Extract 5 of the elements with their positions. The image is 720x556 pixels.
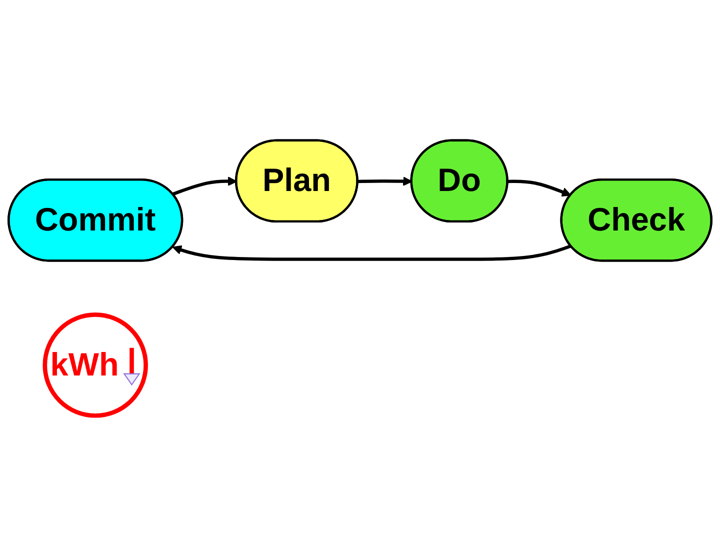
- arrow: [172, 176, 238, 196]
- arrow: [172, 244, 572, 261]
- arrow: [358, 176, 412, 186]
- arrow: [508, 180, 572, 197]
- node-circle: kWh: [42, 312, 148, 418]
